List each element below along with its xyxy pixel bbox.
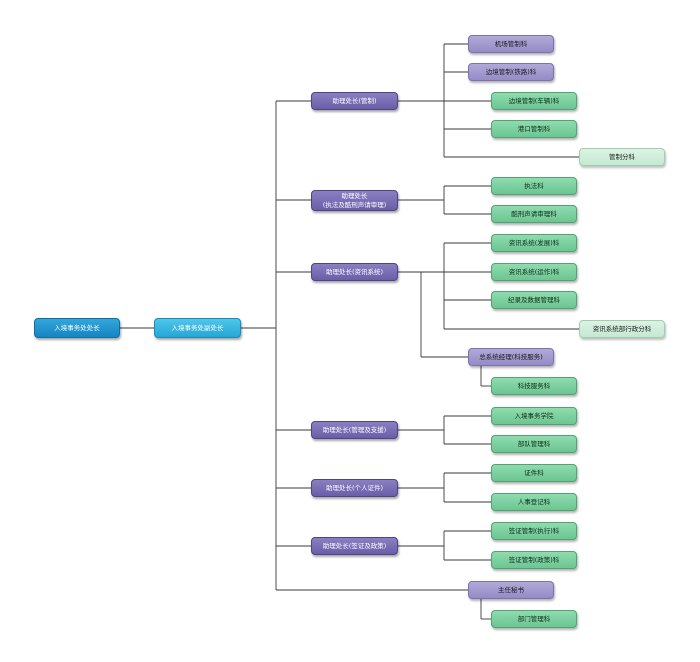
- harbour-control-node[interactable]: 港口管制科: [491, 120, 577, 138]
- torture-claims-section-node[interactable]: 酷刑声请审理科: [491, 205, 577, 223]
- force-management-node[interactable]: 部队管理科: [491, 435, 577, 453]
- visa-enforcement-node[interactable]: 签证管制(执行)科: [491, 522, 577, 540]
- assistant-director-info-systems-node[interactable]: 助理处长(资讯系统): [311, 263, 398, 281]
- control-division-node[interactable]: 管制分科: [579, 148, 665, 166]
- principal-secretary-node[interactable]: 主任秘书: [468, 581, 554, 599]
- airport-control-node[interactable]: 机场管制科: [468, 35, 554, 53]
- assistant-director-documents-node[interactable]: 助理处长(个人证件): [311, 479, 398, 497]
- assistant-director-management-node[interactable]: 助理处长(管理及支援): [311, 421, 398, 439]
- documents-section-node[interactable]: 证件科: [491, 464, 577, 482]
- assistant-director-control-node[interactable]: 助理处长(管制): [311, 92, 398, 110]
- chief-systems-manager-node[interactable]: 总系统经理(科技服务): [468, 348, 554, 366]
- registration-section-node[interactable]: 人事登记科: [491, 493, 577, 511]
- immigration-academy-node[interactable]: 入境事务学院: [491, 407, 577, 425]
- vehicle-control-node[interactable]: 边境管制(车辆)科: [491, 92, 577, 110]
- director-node[interactable]: 入境事务处处长: [34, 318, 120, 338]
- records-data-management-node[interactable]: 纪录及数据管理科: [491, 291, 577, 309]
- visa-policy-node[interactable]: 签证管制(政策)科: [491, 551, 577, 569]
- assistant-director-enforcement-node[interactable]: 助理处长 (执法及酷刑声请审理): [311, 190, 398, 211]
- info-systems-admin-division-node[interactable]: 资讯系统部行政分科: [579, 320, 665, 338]
- deputy-director-node[interactable]: 入境事务处副处长: [154, 318, 241, 338]
- info-systems-development-node[interactable]: 资讯系统(发展)科: [491, 234, 577, 252]
- info-systems-operations-node[interactable]: 资讯系统(运作)科: [491, 263, 577, 281]
- tech-services-section-node[interactable]: 科技服务科: [491, 377, 577, 395]
- rail-control-node[interactable]: 边境管制(铁路)科: [468, 63, 554, 81]
- enforcement-section-node[interactable]: 执法科: [491, 177, 577, 195]
- departmental-admin-node[interactable]: 部门管理科: [491, 610, 577, 628]
- assistant-director-visa-node[interactable]: 助理处长(签证及政策): [311, 537, 398, 555]
